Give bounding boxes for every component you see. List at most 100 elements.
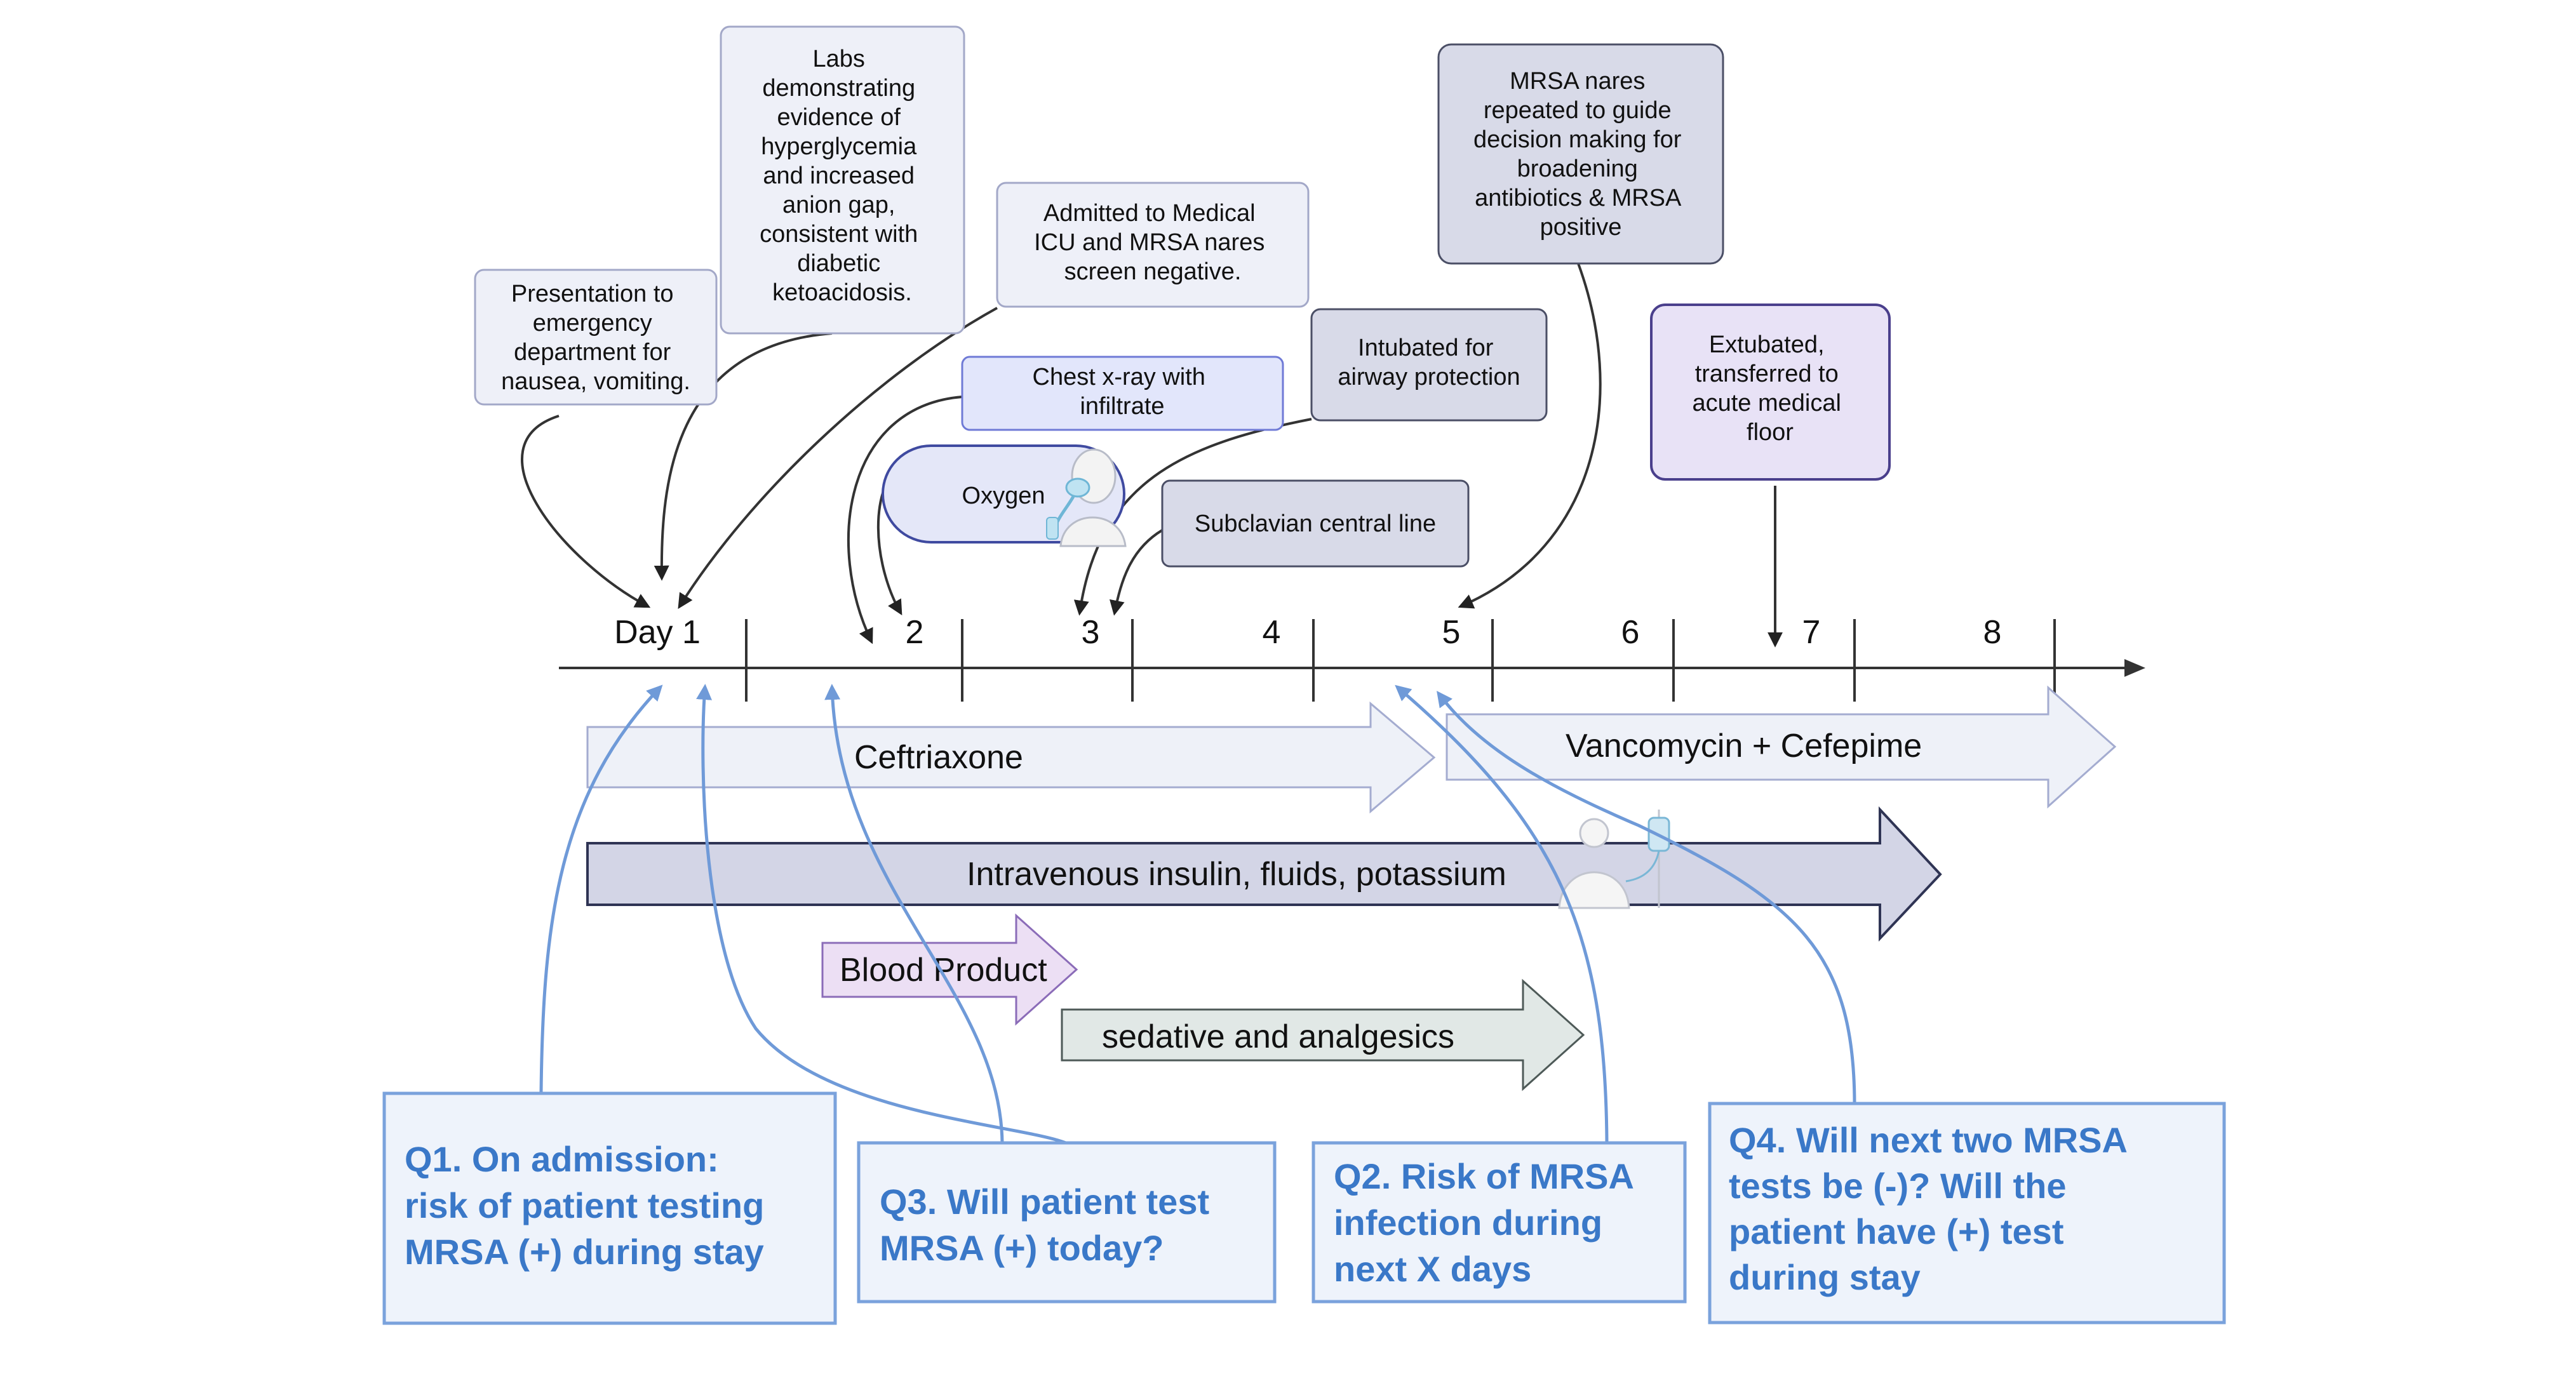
timeline: Day 1 2 3 4 5 6 7 8 bbox=[559, 614, 2145, 702]
q3-connector-a bbox=[696, 684, 1066, 1145]
presentation-connector bbox=[521, 415, 651, 608]
svg-text:Q2. Risk of MRSA infecti: Q2. Risk of MRSA infection during next X… bbox=[1334, 1156, 1642, 1289]
event-mrsa-repeat: MRSA nares repeated to guide decision ma… bbox=[1437, 43, 1724, 265]
day-label-8: 8 bbox=[1983, 614, 2002, 651]
question-q3: Q3. Will patient test MRSA (+) today? bbox=[857, 1141, 1277, 1304]
admitted-line-2: ICU and MRSA nares bbox=[1034, 229, 1265, 256]
admitted-connector bbox=[678, 307, 998, 610]
q3-line-1: Q3. Will patient test bbox=[880, 1182, 1209, 1222]
svg-text:Intubated for airway pro: Intubated for airway protection bbox=[1338, 335, 1520, 390]
day-label-6: 6 bbox=[1621, 614, 1640, 651]
mrsa-repeat-line-3: decision making for bbox=[1473, 126, 1682, 153]
oxygen-mask-patient-icon bbox=[1046, 448, 1127, 547]
day-label-3: 3 bbox=[1082, 614, 1100, 651]
labs-line-8: diabetic bbox=[797, 250, 880, 277]
subclavian-label: Subclavian central line bbox=[1195, 510, 1436, 537]
q3-connector-b bbox=[824, 684, 1004, 1144]
blood-product-label: Blood Product bbox=[840, 952, 1047, 989]
presentation-line-4: nausea, vomiting. bbox=[501, 368, 690, 395]
mrsa-repeat-line-2: repeated to guide bbox=[1484, 97, 1672, 124]
labs-line-7: consistent with bbox=[760, 221, 918, 248]
vanco-label: Vancomycin + Cefepime bbox=[1566, 728, 1922, 764]
labs-line-1: Labs bbox=[813, 46, 865, 72]
treatment-ceftriaxone: Ceftriaxone bbox=[586, 701, 1436, 814]
mrsa-repeat-line-5: antibiotics & MRSA bbox=[1475, 185, 1682, 211]
sedative-label: sedative and analgesics bbox=[1102, 1018, 1454, 1055]
q1-line-3: MRSA (+) during stay bbox=[405, 1232, 764, 1272]
mrsa-repeat-line-4: broadening bbox=[1517, 156, 1638, 182]
chest-xray-line-2: infiltrate bbox=[1080, 393, 1164, 420]
oxygen-label: Oxygen bbox=[962, 483, 1045, 509]
event-intubated: Intubated for airway protection bbox=[1310, 308, 1548, 422]
svg-text:MRSA nares repeated to g: MRSA nares repeated to guide decision ma… bbox=[1473, 68, 1688, 241]
labs-line-2: demonstrating bbox=[762, 75, 915, 102]
question-q1: Q1. On admission: risk of patient testin… bbox=[382, 1091, 837, 1325]
labs-line-5: and increased bbox=[763, 163, 915, 189]
chest-xray-connector bbox=[847, 396, 963, 644]
q4-line-2: tests be (-)? Will the bbox=[1729, 1166, 2067, 1206]
q4-line-1: Q4. Will next two MRSA bbox=[1729, 1120, 2127, 1160]
q4-connector bbox=[1437, 690, 1856, 1105]
treatment-insulin: Intravenous insulin, fluids, potassium bbox=[586, 806, 1942, 942]
extubated-line-4: floor bbox=[1747, 419, 1794, 446]
labs-connector bbox=[654, 332, 833, 581]
event-admitted: Admitted to Medical ICU and MRSA nares s… bbox=[996, 182, 1310, 308]
day-label-5: 5 bbox=[1442, 614, 1461, 651]
mrsa-repeat-line-1: MRSA nares bbox=[1510, 68, 1645, 95]
day-label-2: 2 bbox=[906, 614, 924, 651]
day-label-1: Day 1 bbox=[614, 614, 701, 651]
event-labs: Labs demonstrating evidence of hyperglyc… bbox=[720, 25, 965, 335]
q1-line-1: Q1. On admission: bbox=[405, 1139, 719, 1179]
day-label-4: 4 bbox=[1263, 614, 1281, 651]
event-extubated: Extubated, transferred to acute medical … bbox=[1650, 303, 1891, 481]
ceftriaxone-label: Ceftriaxone bbox=[854, 739, 1023, 776]
presentation-line-1: Presentation to bbox=[511, 281, 674, 307]
q2-connector bbox=[1395, 684, 1609, 1144]
q1-line-2: risk of patient testing bbox=[405, 1185, 764, 1225]
subclavian-connector bbox=[1110, 529, 1164, 616]
labs-line-3: evidence of bbox=[777, 104, 901, 131]
timeline-arrowhead bbox=[2124, 659, 2145, 677]
event-oxygen: Oxygen bbox=[882, 444, 1127, 547]
svg-text:Chest x-ray with infiltr: Chest x-ray with infiltrate bbox=[1033, 364, 1212, 420]
svg-text:Labs demonstrating: Labs demonstrating evidence of hyperglyc… bbox=[760, 46, 925, 306]
treatment-vancomycin-cefepime: Vancomycin + Cefepime bbox=[1446, 685, 2117, 809]
q3-line-2: MRSA (+) today? bbox=[880, 1228, 1164, 1268]
question-q2: Q2. Risk of MRSA infection during next X… bbox=[1311, 1141, 1687, 1304]
admitted-line-3: screen negative. bbox=[1064, 258, 1242, 285]
svg-text:Admitted to Medical ICU: Admitted to Medical ICU and MRSA nares s… bbox=[1034, 200, 1271, 285]
presentation-line-2: emergency bbox=[533, 310, 652, 337]
treatment-sedative: sedative and analgesics bbox=[1061, 978, 1585, 1091]
svg-text:Extubated, transferred t: Extubated, transferred to acute medical … bbox=[1692, 331, 1848, 446]
admitted-line-1: Admitted to Medical bbox=[1043, 200, 1256, 227]
question-q4: Q4. Will next two MRSA tests be (-)? Wil… bbox=[1708, 1102, 2226, 1324]
labs-line-9: ketoacidosis. bbox=[772, 279, 912, 306]
q2-line-2: infection during bbox=[1334, 1203, 1602, 1243]
event-chest-xray: Chest x-ray with infiltrate bbox=[961, 356, 1284, 431]
svg-text:Q1. On admission: risk o: Q1. On admission: risk of patient testin… bbox=[405, 1139, 774, 1272]
mrsa-repeat-connector bbox=[1458, 263, 1602, 609]
svg-text:Q4. Will next two MRSA t: Q4. Will next two MRSA tests be (-)? Wil… bbox=[1729, 1120, 2136, 1297]
event-subclavian: Subclavian central line bbox=[1161, 479, 1470, 568]
q2-line-1: Q2. Risk of MRSA bbox=[1334, 1156, 1633, 1196]
treatment-blood-product: Blood Product bbox=[821, 913, 1078, 1026]
day-label-7: 7 bbox=[1802, 614, 1821, 651]
q2-line-3: next X days bbox=[1334, 1249, 1531, 1289]
svg-text:Presentation to emergenc: Presentation to emergency department for… bbox=[501, 281, 690, 395]
mrsa-repeat-line-6: positive bbox=[1540, 214, 1622, 241]
labs-line-6: anion gap, bbox=[782, 192, 896, 218]
insulin-label: Intravenous insulin, fluids, potassium bbox=[967, 856, 1506, 893]
labs-line-4: hyperglycemia bbox=[761, 133, 917, 160]
question-connectors bbox=[539, 684, 1856, 1145]
svg-text:Q3. Will patient test MR: Q3. Will patient test MRSA (+) today? bbox=[880, 1182, 1219, 1268]
extubated-line-2: transferred to bbox=[1695, 361, 1839, 387]
event-presentation: Presentation to emergency department for… bbox=[474, 269, 718, 406]
presentation-line-3: department for bbox=[514, 339, 671, 366]
extubated-line-1: Extubated, bbox=[1709, 331, 1825, 358]
chest-xray-line-1: Chest x-ray with bbox=[1033, 364, 1205, 390]
q4-line-3: patient have (+) test bbox=[1729, 1211, 2063, 1251]
q4-line-4: during stay bbox=[1729, 1257, 1921, 1297]
intubated-line-2: airway protection bbox=[1338, 364, 1520, 390]
extubated-line-3: acute medical bbox=[1692, 390, 1841, 417]
